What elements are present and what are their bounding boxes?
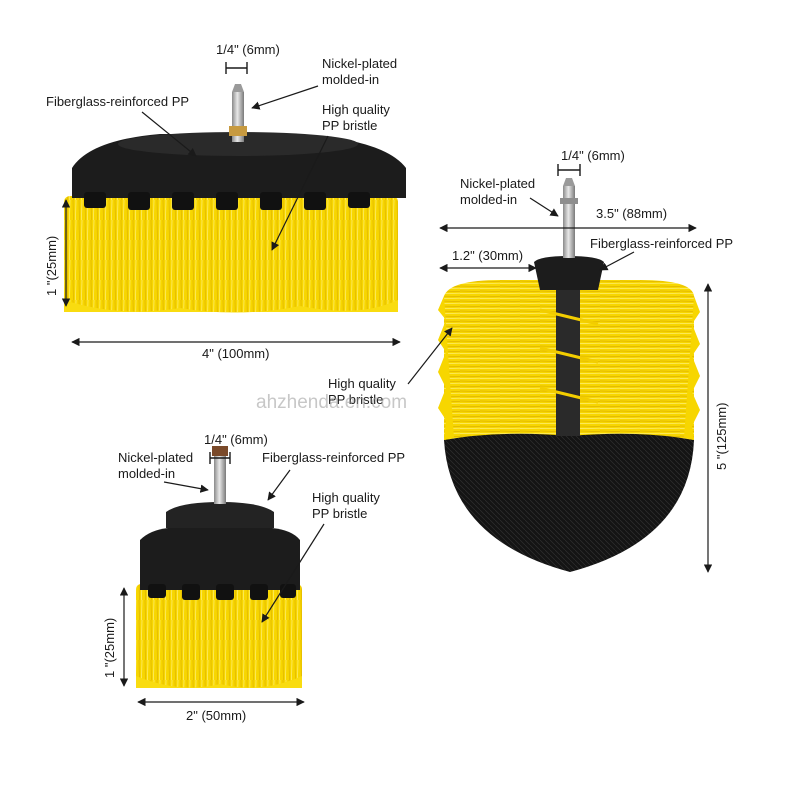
disc-2in-bristle-pointer	[261, 523, 325, 623]
disc-2in-height: 1 "(25mm)	[102, 618, 117, 678]
disc-4in-bristles	[64, 196, 398, 312]
disc-4in-width: 4" (100mm)	[202, 346, 269, 361]
disc-4in-housing-note: Fiberglass-reinforced PP	[46, 94, 189, 109]
disc-2in-shaft-collar	[212, 446, 228, 456]
disc-4in-housing-top	[118, 132, 358, 156]
disc-2in-bristle-note-2: PP bristle	[312, 506, 367, 521]
bowl-bristle-note-2: PP bristle	[328, 392, 383, 407]
disc-2in-housing-pointer	[267, 469, 291, 501]
bowl-shaft-note-2: molded-in	[460, 192, 517, 207]
bowl-shaft-size: 1/4" (6mm)	[561, 148, 625, 163]
disc-2in-shaft-note-1: Nickel-plated	[118, 450, 193, 465]
disc-4in-bristle-note-1: High quality	[322, 102, 390, 117]
bowl-shaft	[563, 186, 575, 258]
disc-2in-shaft-size: 1/4" (6mm)	[204, 432, 268, 447]
disc-4in-shaft-pointer	[251, 85, 319, 110]
disc-2in-shaft-pointer	[163, 481, 209, 493]
bowl-shaft-collar	[560, 198, 578, 204]
disc-2in-bristles	[136, 584, 302, 688]
brush-disc-2in: 1/4" (6mm) Nickel-plated molded-in Fiber…	[102, 432, 405, 723]
bowl-yellow-ragged-edge	[438, 296, 454, 440]
disc-4in-height: 1 "(25mm)	[44, 236, 59, 296]
bowl-shaft-tip	[563, 178, 575, 186]
watermark: ahzhenda.en.com	[256, 392, 407, 413]
disc-4in-shaft-size: 1/4" (6mm)	[216, 42, 280, 57]
disc-2in-shaft-note-2: molded-in	[118, 466, 175, 481]
disc-2in-bristle-note-1: High quality	[312, 490, 380, 505]
bowl-length: 5 "(125mm)	[714, 403, 729, 470]
bowl-bristle-note-1: High quality	[328, 376, 396, 391]
bowl-diameter: 3.5" (88mm)	[596, 206, 667, 221]
disc-2in-housing-note: Fiberglass-reinforced PP	[262, 450, 405, 465]
bowl-housing-note: Fiberglass-reinforced PP	[590, 236, 733, 251]
bowl-neck: 1.2" (30mm)	[452, 248, 523, 263]
bowl-housing	[534, 256, 604, 290]
brush-disc-4in: 1/4" (6mm) Nickel-plated molded-in Fiber…	[44, 42, 406, 361]
bowl-black-bristles	[444, 420, 694, 572]
bowl-shaft-note-1: Nickel-plated	[460, 176, 535, 191]
disc-2in-shaft	[214, 456, 226, 504]
bowl-bristle-pointer	[407, 327, 453, 385]
disc-2in-housing	[140, 528, 300, 590]
disc-4in-housing-pointer	[141, 111, 197, 157]
disc-2in-bristle-tips	[136, 676, 302, 688]
bowl-core-tufts	[539, 308, 599, 404]
bowl-yellow-ragged-edge-right	[684, 296, 700, 440]
disc-4in-bristle-tips	[64, 300, 398, 313]
disc-4in-shaft-note-2: molded-in	[322, 72, 379, 87]
disc-4in-shaft-collar	[229, 126, 247, 136]
disc-4in-shaft-tip	[232, 84, 244, 92]
disc-4in-bristle-pointer	[271, 135, 329, 251]
disc-2in-width: 2" (50mm)	[186, 708, 246, 723]
disc-2in-housing-teeth	[148, 584, 296, 600]
disc-4in-housing-teeth	[84, 192, 370, 210]
disc-2in-housing-top	[166, 502, 274, 528]
bowl-housing-pointer	[599, 251, 635, 271]
bowl-shaft-pointer	[529, 197, 559, 217]
disc-4in-bristle-note-2: PP bristle	[322, 118, 377, 133]
disc-4in-shaft-note-1: Nickel-plated	[322, 56, 397, 71]
brush-bowl: 1/4" (6mm) Nickel-plated molded-in 3.5" …	[328, 148, 733, 573]
